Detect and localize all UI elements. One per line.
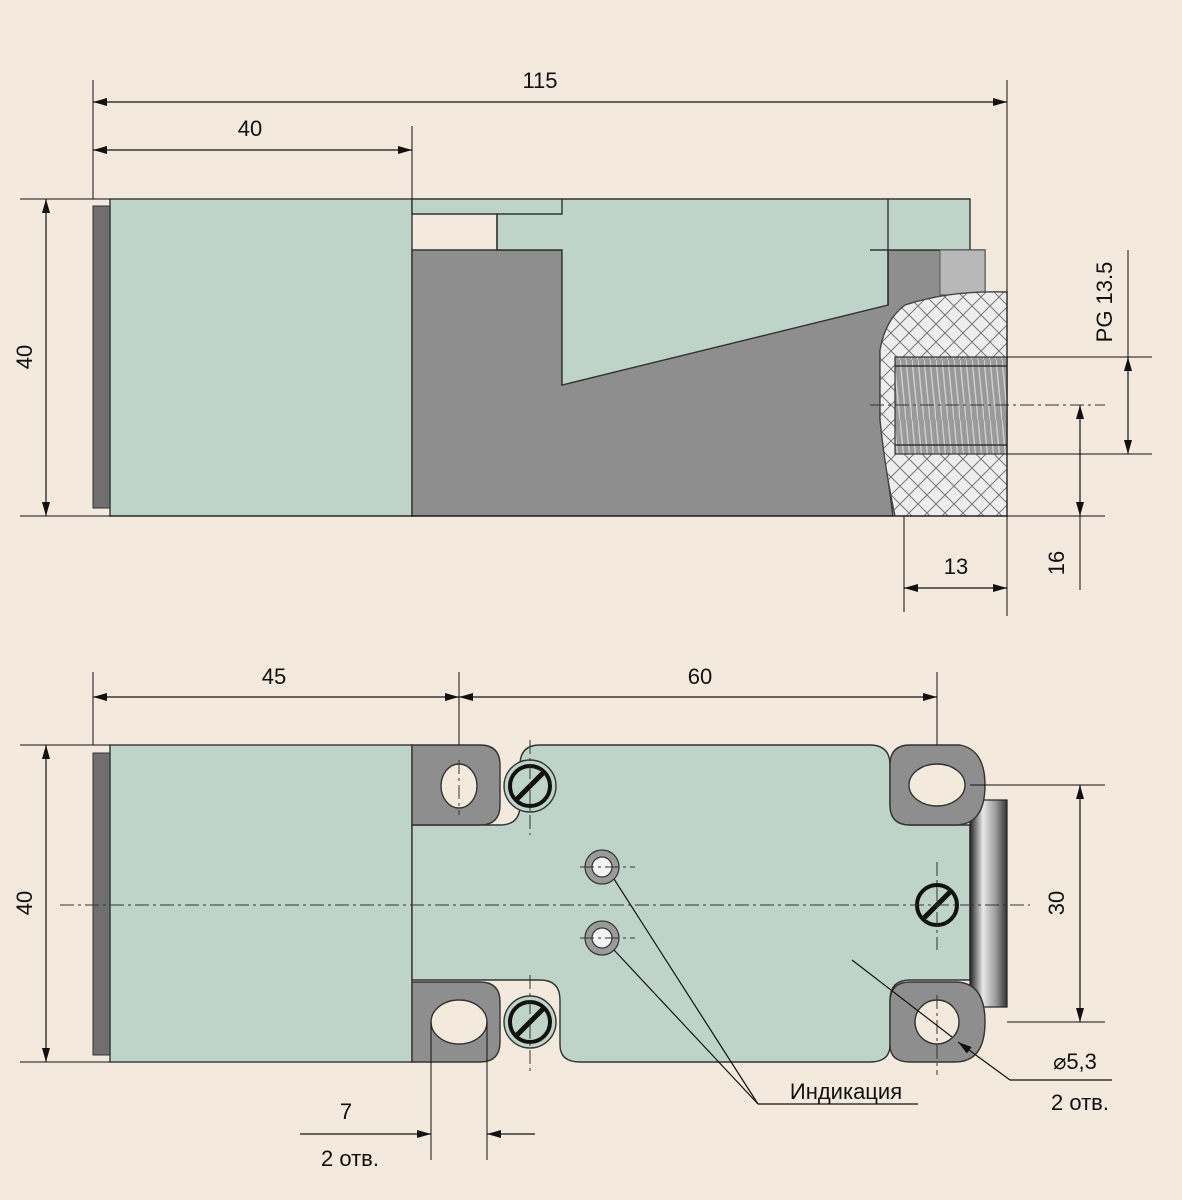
- svg-text:13: 13: [944, 554, 968, 579]
- mounting-ear-top-left: [411, 744, 501, 826]
- led-indicator-icon: [584, 849, 620, 885]
- dim-hole-diameter: ⌀5,3 2 отв.: [851, 959, 1112, 1115]
- svg-text:40: 40: [238, 116, 262, 141]
- side-view: 115 40 40 PG 13.5 16: [12, 68, 1152, 616]
- svg-text:2 отв.: 2 отв.: [1051, 1090, 1109, 1115]
- dim-head-length: 40: [93, 116, 413, 199]
- svg-text:PG 13.5: PG 13.5: [1092, 262, 1117, 343]
- svg-text:⌀5,3: ⌀5,3: [1053, 1049, 1097, 1074]
- mounting-hole-icon: [430, 999, 488, 1045]
- dim-total-length: 115: [92, 68, 1008, 616]
- housing-cover: [411, 198, 971, 386]
- svg-text:Индикация: Индикация: [790, 1079, 902, 1104]
- dim-gland-thread: PG 13.5: [1007, 250, 1152, 455]
- sensor-head: [109, 744, 413, 1063]
- dim-gland-offset: 16: [1044, 405, 1084, 590]
- indication-callout: Индикация: [613, 878, 918, 1105]
- svg-text:16: 16: [1044, 551, 1069, 575]
- gland-shoulder: [939, 249, 986, 296]
- dim-gland-depth: 13: [903, 516, 1007, 612]
- svg-text:2 отв.: 2 отв.: [321, 1146, 379, 1171]
- dim-head-to-hole: 45: [92, 664, 460, 745]
- svg-text:7: 7: [340, 1099, 352, 1124]
- dim-hole-spacing: 60: [459, 664, 938, 745]
- dim-width: 40: [12, 744, 110, 1063]
- svg-text:45: 45: [262, 664, 286, 689]
- mounting-ear-top-right: [889, 744, 986, 826]
- mounting-ear-bottom-left: [411, 981, 501, 1063]
- dim-hole-pitch: 30: [970, 784, 1105, 1023]
- sensor-head: [109, 198, 413, 517]
- svg-text:40: 40: [12, 891, 37, 915]
- dim-height: 40: [12, 198, 1105, 517]
- svg-text:40: 40: [12, 345, 37, 369]
- top-view: 45 60 40 30 7 2 отв.: [12, 664, 1112, 1171]
- svg-text:60: 60: [688, 664, 712, 689]
- sensing-face: [92, 205, 111, 509]
- dim-slot-width: 7 2 отв.: [300, 1022, 535, 1171]
- mounting-hole-icon: [908, 763, 966, 807]
- cable-gland: [969, 799, 1008, 1008]
- svg-text:30: 30: [1044, 891, 1069, 915]
- sensing-face: [92, 752, 111, 1056]
- svg-text:115: 115: [522, 68, 557, 93]
